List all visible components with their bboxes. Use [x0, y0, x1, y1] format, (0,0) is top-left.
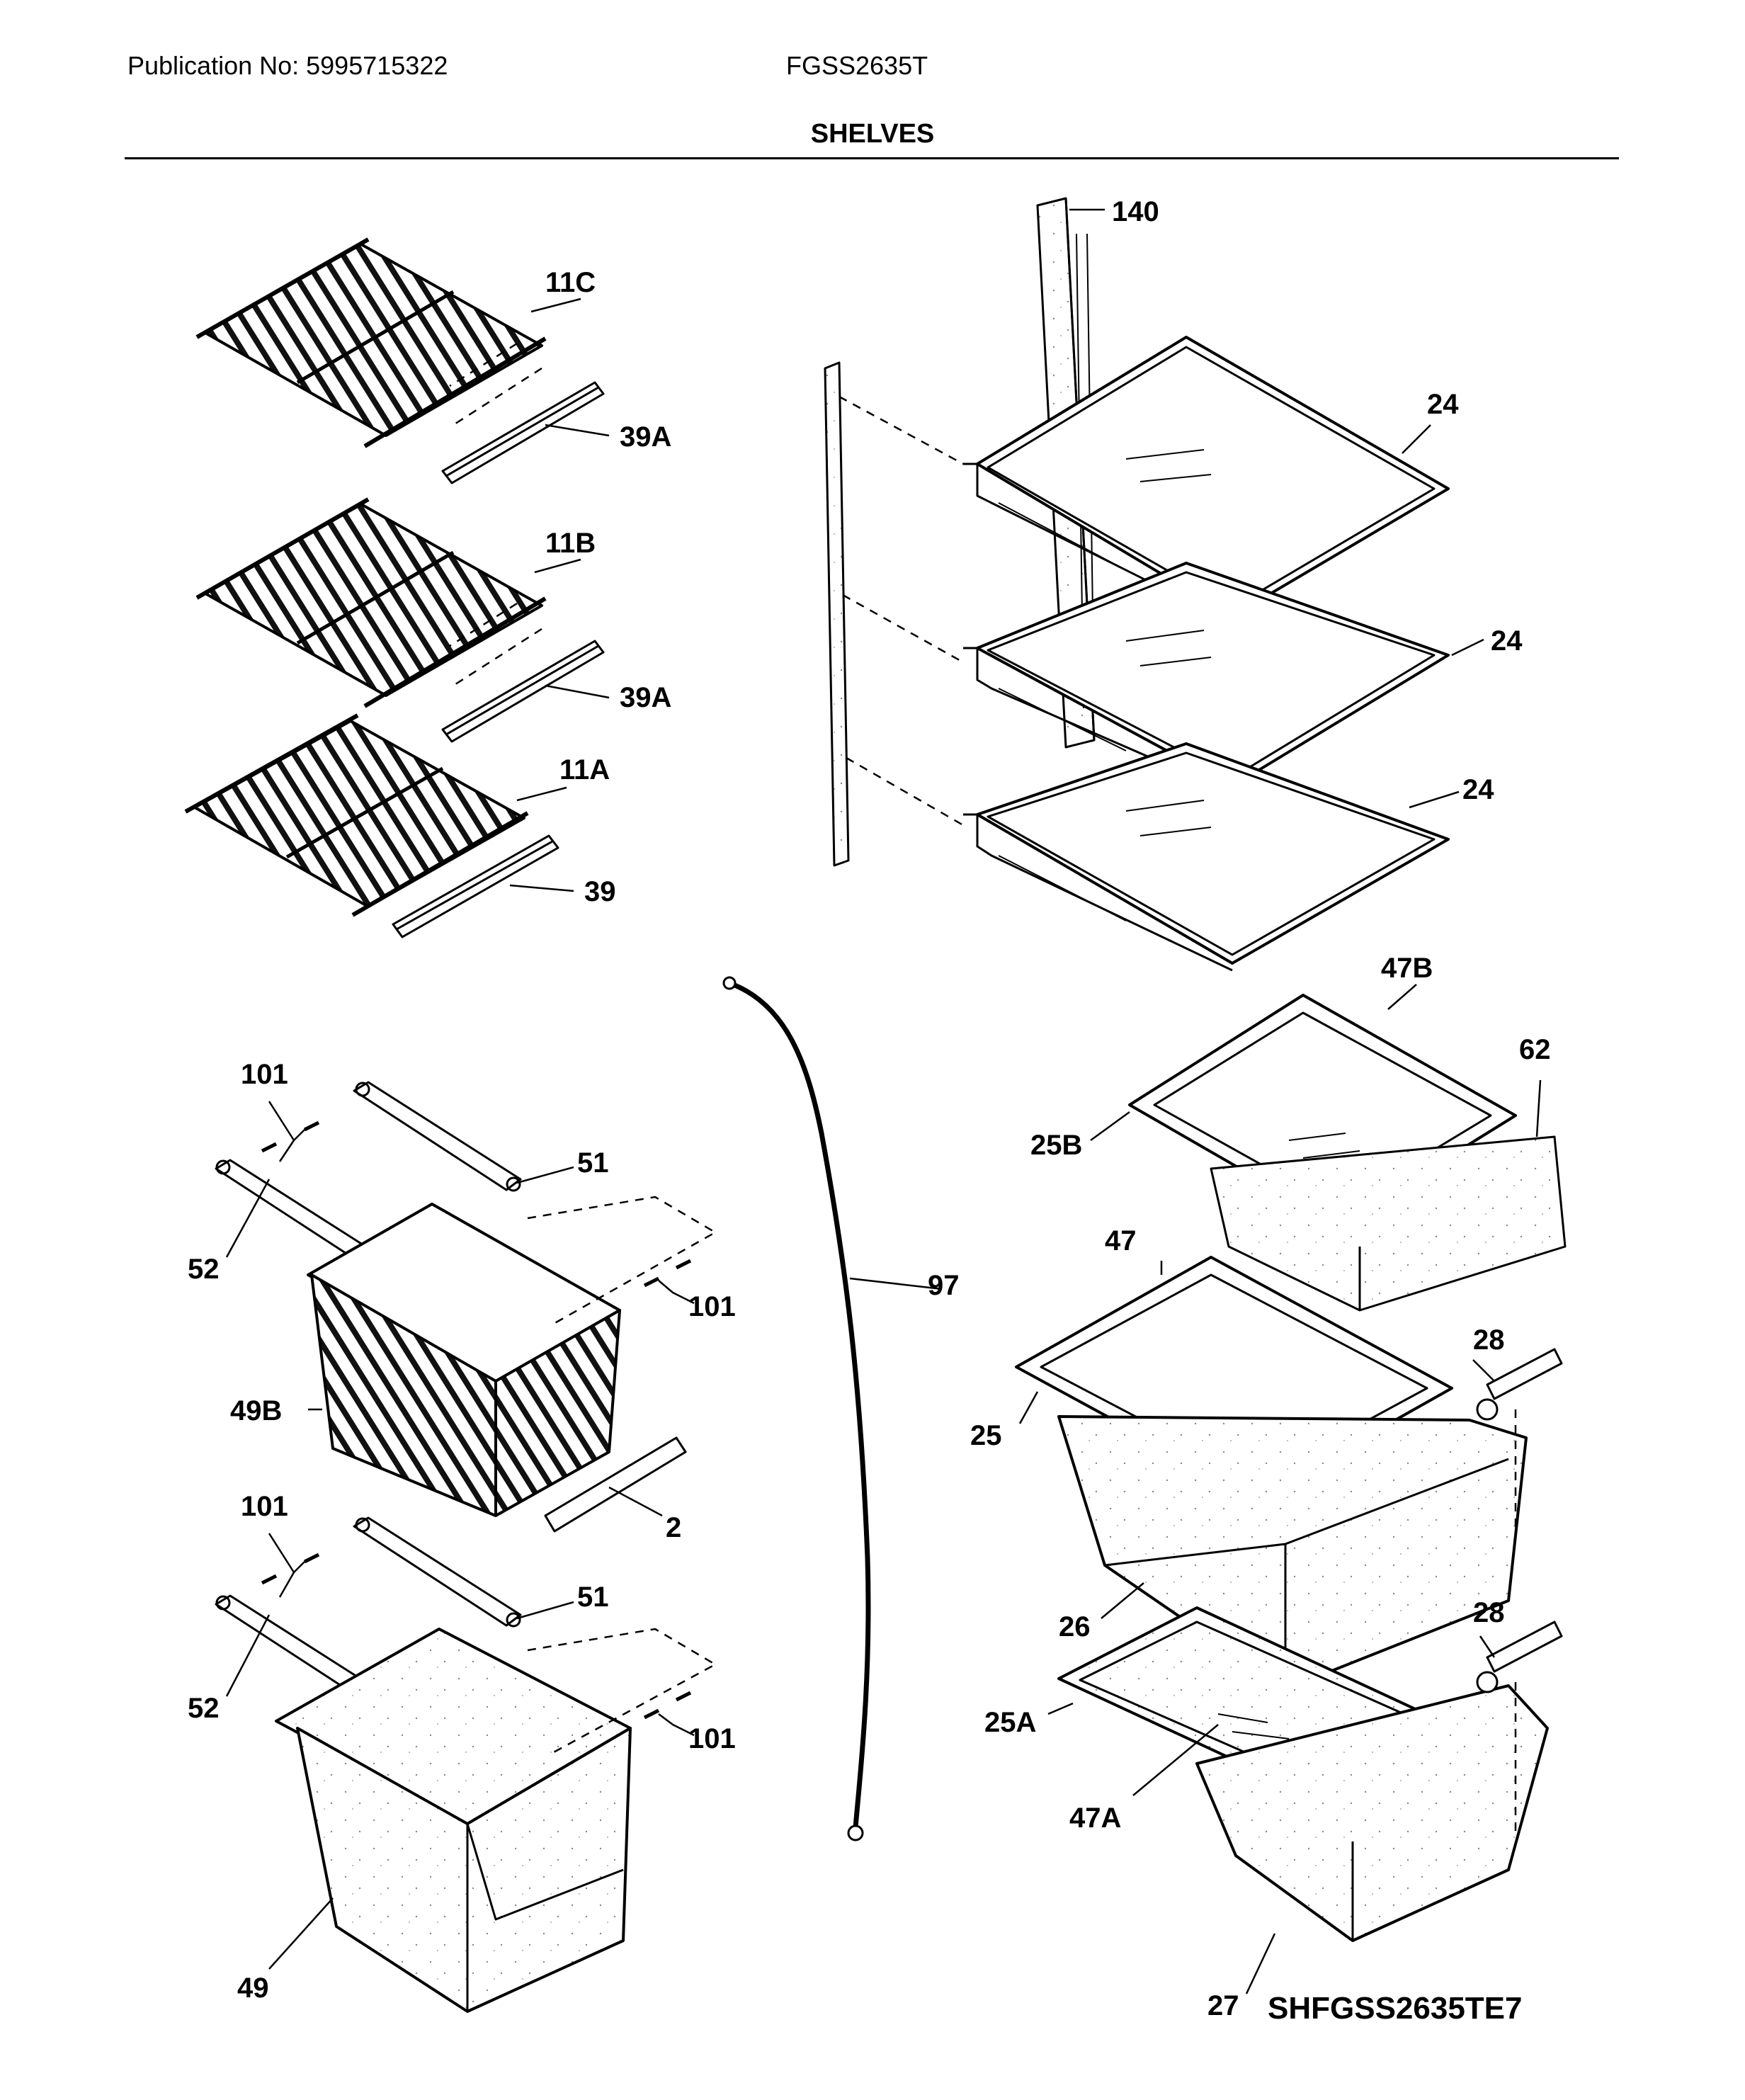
screw-101-a: [303, 1120, 320, 1132]
shelf-trim-39a-lower: [441, 640, 605, 743]
slide-rail-51-upper: [353, 1081, 522, 1192]
screw-101-e: [303, 1553, 320, 1564]
slide-rail-51-lower: [353, 1516, 522, 1628]
shelf-trim-39: [392, 834, 559, 938]
glass-shelf-24-bottom: [963, 742, 1450, 972]
glass-shelf-24-top: [963, 336, 1450, 625]
rear-rail: [824, 361, 850, 867]
callout-11a: 11A: [559, 754, 610, 785]
basket-trim-2: [544, 1436, 687, 1533]
callout-51-upper: 51: [577, 1147, 609, 1179]
crisper-drawer-27: [1195, 1684, 1549, 1942]
callout-140: 140: [1112, 196, 1159, 227]
wire-shelf-11a: [184, 713, 529, 917]
screw-101-d: [675, 1259, 692, 1270]
assembly-dashes-basket: [527, 1196, 717, 1754]
callout-47a: 47A: [1069, 1803, 1121, 1834]
screw-101-c: [643, 1276, 660, 1288]
page-title: SHELVES: [810, 119, 935, 149]
screw-101-b: [261, 1142, 278, 1153]
callout-47b: 47B: [1381, 953, 1433, 984]
callout-39a-lower: 39A: [620, 682, 671, 713]
callout-labels: 140 11C 39A 11B 39A 11A 39 24 24 24 47B …: [188, 196, 1551, 2026]
assembly-dashes-left: [449, 342, 542, 687]
callout-24-middle: 24: [1491, 625, 1523, 657]
callout-leaders: [225, 208, 1542, 1994]
wire-shelf-11b: [195, 497, 547, 708]
callout-2: 2: [666, 1512, 681, 1543]
header-rule: [125, 157, 1619, 159]
callout-97: 97: [928, 1270, 960, 1301]
callout-24-bottom: 24: [1462, 774, 1494, 805]
callout-39: 39: [584, 876, 616, 907]
callout-24-top: 24: [1427, 389, 1459, 420]
screw-101-h: [675, 1691, 692, 1702]
callout-51-lower: 51: [577, 1582, 609, 1613]
callout-39a-upper: 39A: [620, 421, 671, 453]
wire-basket-49b: [307, 1203, 621, 1517]
callout-11c: 11C: [545, 267, 596, 298]
wire-shelf-11c: [195, 237, 547, 448]
callout-101-b: 101: [688, 1291, 736, 1322]
assembly-dashes-right: [839, 395, 964, 827]
model-number: FGSS2635T: [786, 51, 928, 80]
callout-27: 27: [1207, 1990, 1239, 2021]
callout-52-upper: 52: [188, 1254, 220, 1285]
callout-25: 25: [970, 1420, 1002, 1451]
callout-52-lower: 52: [188, 1693, 220, 1724]
callout-28-upper: 28: [1473, 1324, 1505, 1356]
callout-26: 26: [1059, 1611, 1091, 1642]
drawer-bracket-28-lower: [1476, 1621, 1563, 1693]
callout-101-c: 101: [241, 1491, 288, 1522]
freezer-bin-49: [275, 1628, 632, 2013]
callout-49: 49: [237, 1973, 269, 2004]
screw-101-f: [261, 1574, 278, 1585]
publication-number: Publication No: 5995715322: [127, 51, 448, 80]
glass-shelf-24-middle: [963, 562, 1450, 795]
crisper-drawer-62: [1210, 1135, 1567, 1312]
callout-28-lower: 28: [1473, 1597, 1505, 1628]
water-tube-97: [722, 976, 871, 1841]
callout-25a: 25A: [984, 1707, 1036, 1738]
callout-25b: 25B: [1030, 1130, 1082, 1161]
callout-62: 62: [1519, 1034, 1551, 1065]
callout-101-d: 101: [688, 1723, 736, 1754]
drawer-bracket-28-upper: [1476, 1348, 1563, 1421]
callout-49b: 49B: [230, 1395, 282, 1426]
page-header: Publication No: 5995715322 FGSS2635T SHE…: [0, 0, 1745, 170]
callout-11b: 11B: [545, 528, 596, 559]
diagram-code: SHFGSS2635TE7: [1268, 1991, 1523, 2026]
callout-101-a: 101: [241, 1059, 288, 1090]
callout-47: 47: [1105, 1225, 1137, 1256]
screw-101-g: [643, 1708, 660, 1720]
shelf-trim-39a-upper: [441, 381, 605, 484]
